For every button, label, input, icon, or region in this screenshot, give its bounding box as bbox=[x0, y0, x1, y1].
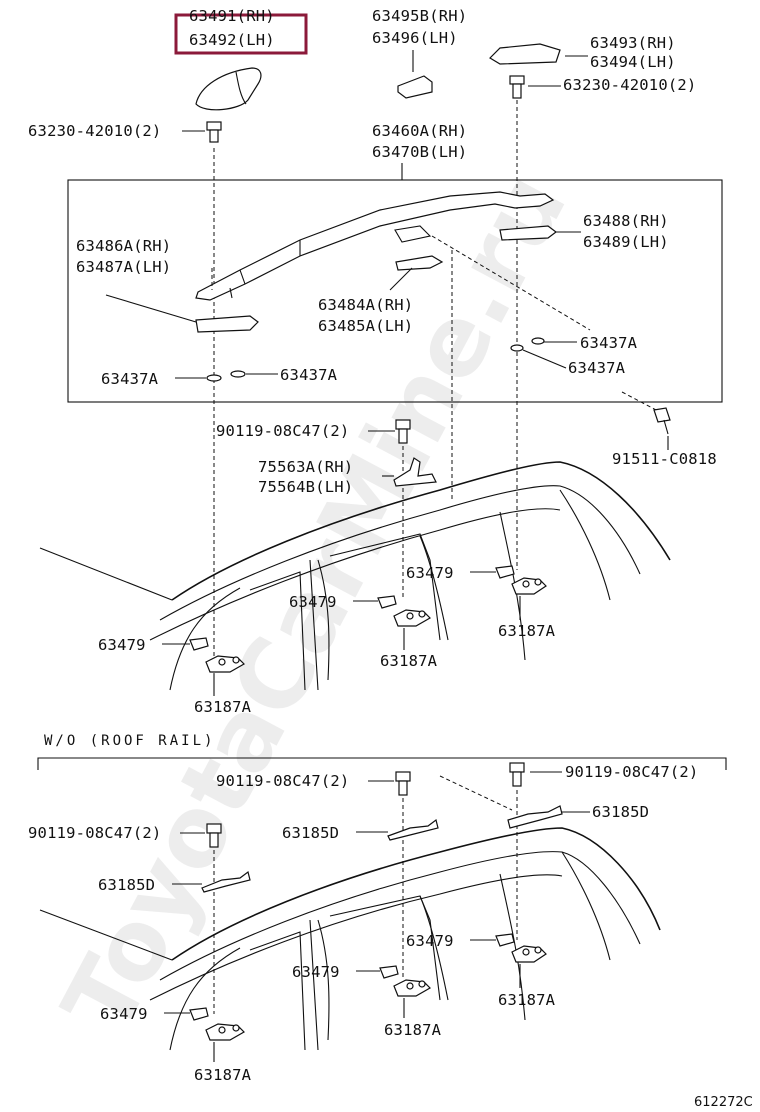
label-nut-b3[interactable]: 63187A bbox=[194, 1066, 252, 1084]
label-63484a[interactable]: 63484A(RH) bbox=[318, 296, 413, 314]
clip-icon bbox=[379, 965, 399, 979]
label-nut-b2[interactable]: 63187A bbox=[384, 1021, 442, 1039]
clip-icon bbox=[495, 933, 515, 947]
end-cover-rh-part bbox=[489, 43, 561, 65]
end-cover-part bbox=[195, 67, 262, 111]
label-clip-a2[interactable]: 63479 bbox=[289, 593, 337, 611]
clip-icon bbox=[189, 1007, 209, 1021]
label-63495b[interactable]: 63495B(RH) bbox=[372, 7, 467, 25]
nut-icon bbox=[511, 577, 547, 595]
label-63496[interactable]: 63496(LH) bbox=[372, 29, 458, 47]
pad-part bbox=[195, 315, 259, 333]
label-63492[interactable]: 63492(LH) bbox=[189, 31, 275, 49]
figure-code: 612272C bbox=[694, 1095, 753, 1110]
label-clip-b2[interactable]: 63479 bbox=[292, 963, 340, 981]
label-washer-l2[interactable]: 63437A bbox=[280, 366, 338, 384]
highlight-box bbox=[174, 13, 308, 55]
roof-rail-group-box bbox=[67, 179, 723, 403]
screw-icon bbox=[206, 121, 222, 143]
bracket-63185d-part bbox=[201, 870, 251, 893]
label-75564b[interactable]: 75564B(LH) bbox=[258, 478, 353, 496]
label-nut-a2[interactable]: 63187A bbox=[380, 652, 438, 670]
washer-icon bbox=[230, 370, 246, 378]
bolt-icon bbox=[206, 823, 222, 848]
washer-icon bbox=[206, 374, 222, 382]
label-clip-b1[interactable]: 63479 bbox=[406, 932, 454, 950]
label-clip-b3[interactable]: 63479 bbox=[100, 1005, 148, 1023]
label-63470b[interactable]: 63470B(LH) bbox=[372, 143, 467, 161]
label-75563a[interactable]: 75563A(RH) bbox=[258, 458, 353, 476]
nut-icon bbox=[511, 945, 547, 963]
label-90119-a[interactable]: 90119-08C47(2) bbox=[216, 422, 349, 440]
label-clip-a1[interactable]: 63479 bbox=[406, 564, 454, 582]
nut-icon bbox=[205, 655, 245, 673]
label-screw-left-top[interactable]: 63230-42010(2) bbox=[28, 122, 161, 140]
bracket-63185d-part bbox=[507, 805, 563, 829]
nut-icon bbox=[393, 979, 431, 997]
label-washer-r2[interactable]: 63437A bbox=[568, 359, 626, 377]
joint-cover-part bbox=[397, 75, 433, 99]
label-63485a[interactable]: 63485A(LH) bbox=[318, 317, 413, 335]
label-screw-right-top[interactable]: 63230-42010(2) bbox=[563, 76, 696, 94]
bolt-icon bbox=[509, 762, 525, 787]
screw-icon bbox=[653, 407, 671, 435]
label-91511[interactable]: 91511-C0818 bbox=[612, 450, 717, 468]
label-63487a[interactable]: 63487A(LH) bbox=[76, 258, 171, 276]
label-63489[interactable]: 63489(LH) bbox=[583, 233, 669, 251]
roof-rail-part bbox=[195, 191, 555, 301]
roof-body-lower bbox=[39, 827, 661, 1051]
washer-icon bbox=[510, 344, 524, 352]
washer-icon bbox=[531, 337, 545, 345]
label-washer-l1[interactable]: 63437A bbox=[101, 370, 159, 388]
bolt-icon bbox=[395, 771, 411, 796]
label-nut-b1[interactable]: 63187A bbox=[498, 991, 556, 1009]
mid-pad-part bbox=[395, 255, 444, 271]
bracket-part bbox=[393, 457, 437, 487]
bracket-63185d-part bbox=[387, 818, 439, 841]
label-63494[interactable]: 63494(LH) bbox=[590, 53, 676, 71]
bolt-icon bbox=[395, 419, 411, 444]
label-63185d-c[interactable]: 63185D bbox=[98, 876, 155, 894]
clip-icon bbox=[495, 565, 515, 579]
label-washer-r1[interactable]: 63437A bbox=[580, 334, 638, 352]
clip-icon bbox=[377, 595, 397, 609]
pad-rh-part bbox=[499, 225, 557, 241]
roof-body-upper bbox=[39, 461, 671, 691]
label-63185d-b[interactable]: 63185D bbox=[282, 824, 339, 842]
section-bracket bbox=[37, 757, 727, 770]
label-90119-c[interactable]: 90119-08C47(2) bbox=[565, 763, 698, 781]
label-nut-a1[interactable]: 63187A bbox=[498, 622, 556, 640]
section-label: W/O (ROOF RAIL) bbox=[44, 733, 215, 749]
label-63185d-a[interactable]: 63185D bbox=[592, 803, 649, 821]
label-nut-a3[interactable]: 63187A bbox=[194, 698, 252, 716]
label-63493[interactable]: 63493(RH) bbox=[590, 34, 676, 52]
label-90119-d[interactable]: 90119-08C47(2) bbox=[28, 824, 161, 842]
label-63488[interactable]: 63488(RH) bbox=[583, 212, 669, 230]
label-clip-a3[interactable]: 63479 bbox=[98, 636, 146, 654]
label-90119-b[interactable]: 90119-08C47(2) bbox=[216, 772, 349, 790]
nut-icon bbox=[393, 609, 431, 627]
label-63486a[interactable]: 63486A(RH) bbox=[76, 237, 171, 255]
nut-icon bbox=[205, 1023, 245, 1041]
screw-icon bbox=[509, 75, 525, 99]
label-63491[interactable]: 63491(RH) bbox=[189, 7, 275, 25]
clip-icon bbox=[189, 637, 209, 651]
label-63460a[interactable]: 63460A(RH) bbox=[372, 122, 467, 140]
